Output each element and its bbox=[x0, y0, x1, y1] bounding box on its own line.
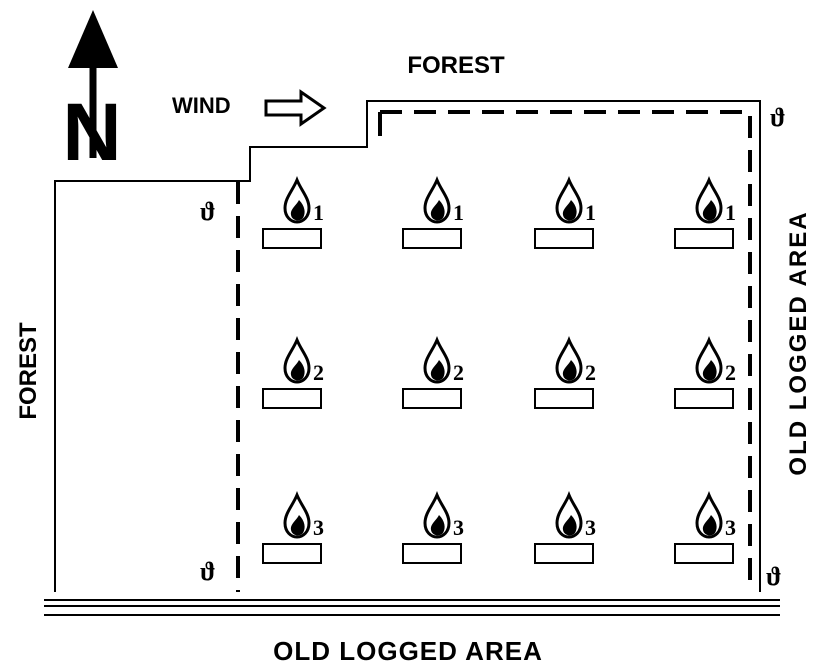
corner-marker-bottom-right: ϑ bbox=[766, 562, 782, 591]
corner-marker-top-right: ϑ bbox=[770, 103, 786, 132]
plot-box bbox=[402, 388, 462, 409]
plot-unit: 2 bbox=[534, 335, 596, 409]
plot-row-number: 1 bbox=[453, 200, 464, 225]
flame-icon bbox=[283, 490, 311, 539]
plot-row-number: 2 bbox=[585, 360, 596, 385]
forest-top-label: FOREST bbox=[407, 52, 505, 79]
plot-box bbox=[534, 228, 594, 249]
plot-box bbox=[674, 228, 734, 249]
old-logged-area-right-label: OLD LOGGED AREA bbox=[785, 210, 812, 475]
plot-row-number: 1 bbox=[725, 200, 736, 225]
plot-box bbox=[674, 543, 734, 564]
wind-label: WIND bbox=[172, 93, 231, 118]
plot-row-number: 1 bbox=[313, 200, 324, 225]
plot-unit: 3 bbox=[534, 490, 596, 564]
wind-arrow-icon bbox=[264, 89, 327, 127]
plot-unit: 3 bbox=[402, 490, 464, 564]
plot-row-number: 3 bbox=[725, 515, 736, 540]
flame-icon bbox=[695, 490, 723, 539]
plot-row-number: 3 bbox=[453, 515, 464, 540]
burn-plot-boundary bbox=[380, 110, 752, 592]
plot-row-number: 2 bbox=[313, 360, 324, 385]
plot-grid: 1 1 1 1 2 2 2 2 3 3 3 3 bbox=[262, 175, 736, 564]
flame-icon bbox=[423, 490, 451, 539]
plot-unit: 2 bbox=[674, 335, 736, 409]
plot-box bbox=[534, 388, 594, 409]
outer-boundary bbox=[54, 100, 761, 592]
plot-box bbox=[262, 388, 322, 409]
plot-unit: 2 bbox=[262, 335, 324, 409]
plot-box bbox=[262, 543, 322, 564]
north-arrow-icon bbox=[68, 10, 118, 158]
flame-icon bbox=[555, 175, 583, 224]
forest-left-label: FOREST bbox=[15, 322, 42, 420]
corner-marker-bottom-left: ϑ bbox=[200, 557, 216, 586]
plot-unit: 2 bbox=[402, 335, 464, 409]
plot-unit: 3 bbox=[674, 490, 736, 564]
flame-icon bbox=[423, 175, 451, 224]
flame-icon bbox=[555, 335, 583, 384]
plot-box bbox=[534, 543, 594, 564]
corner-marker-top-left: ϑ bbox=[200, 197, 216, 226]
plot-unit: 1 bbox=[534, 175, 596, 249]
plot-box bbox=[674, 388, 734, 409]
old-logged-area-bottom-label: OLD LOGGED AREA bbox=[273, 636, 543, 666]
north-label: N bbox=[62, 87, 121, 178]
flame-icon bbox=[695, 175, 723, 224]
plot-box bbox=[402, 543, 462, 564]
plot-unit: 1 bbox=[402, 175, 464, 249]
flame-icon bbox=[423, 335, 451, 384]
plot-row-number: 2 bbox=[453, 360, 464, 385]
plot-unit: 1 bbox=[262, 175, 324, 249]
plot-row-number: 3 bbox=[313, 515, 324, 540]
flame-icon bbox=[283, 175, 311, 224]
plot-row-number: 3 bbox=[585, 515, 596, 540]
flame-icon bbox=[283, 335, 311, 384]
flame-icon bbox=[555, 490, 583, 539]
flame-icon bbox=[695, 335, 723, 384]
plot-box bbox=[262, 228, 322, 249]
plot-row-number: 2 bbox=[725, 360, 736, 385]
plot-unit: 3 bbox=[262, 490, 324, 564]
plot-unit: 1 bbox=[674, 175, 736, 249]
plot-row-number: 1 bbox=[585, 200, 596, 225]
plot-box bbox=[402, 228, 462, 249]
